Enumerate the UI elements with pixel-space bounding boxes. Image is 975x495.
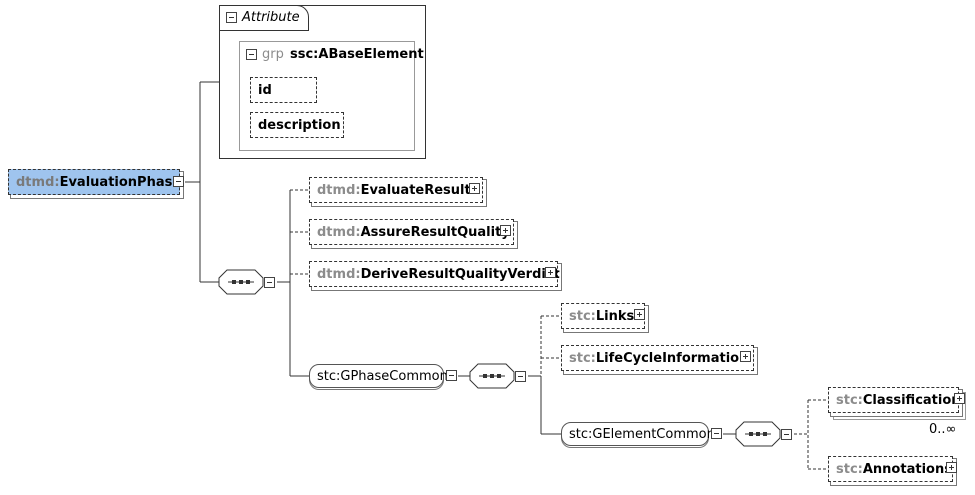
element-annotations[interactable]: stc: Annotations [828,456,953,482]
group-label: stc:GPhaseCommon [317,368,448,384]
element-lifecycle-information[interactable]: stc: LifeCycleInformation [561,345,754,371]
root-prefix: dtmd: [16,174,60,190]
attribute-description-label: description [258,117,341,133]
assure-result-quality-expand-icon[interactable] [500,225,511,236]
element-name: DeriveResultQualityVerdict [360,266,560,282]
group-kind: grp [262,47,284,62]
gphasecommon-collapse-icon[interactable] [446,370,457,381]
annotations-expand-icon[interactable] [946,462,957,473]
group-collapse-icon[interactable] [246,49,257,60]
sequence-compositor-2 [469,363,515,389]
evaluate-results-expand-icon[interactable] [469,183,480,194]
lifecycle-information-expand-icon[interactable] [740,351,751,362]
sequence-compositor-3 [735,421,781,447]
attribute-id[interactable]: id [250,77,317,103]
attribute-tab: Attribute [219,5,309,31]
element-assure-result-quality[interactable]: dtmd: AssureResultQuality [309,219,514,245]
element-prefix: dtmd: [317,266,361,282]
element-name: Links [595,308,635,324]
attribute-group-box: grp ssc:ABaseElement [239,41,424,151]
element-links[interactable]: stc: Links [561,303,645,329]
element-name: Annotations [862,461,952,477]
attribute-id-label: id [258,82,272,98]
root-collapse-icon[interactable] [173,176,184,187]
element-prefix: dtmd: [317,224,361,240]
attribute-panel: Attribute grp ssc:ABaseElement id descri… [219,5,426,159]
classification-expand-icon[interactable] [954,393,965,404]
attribute-description[interactable]: description [250,112,344,138]
element-prefix: stc: [836,392,863,408]
element-name: AssureResultQuality [360,224,510,240]
element-name: Classification [862,392,961,408]
group-gphasecommon[interactable]: stc:GPhaseCommon [309,364,448,388]
group-name: ssc:ABaseElement [290,47,424,62]
attribute-collapse-icon[interactable] [226,12,237,23]
element-name: LifeCycleInformation [595,350,749,366]
links-expand-icon[interactable] [634,309,645,320]
derive-result-quality-verdict-expand-icon[interactable] [545,267,556,278]
classification-cardinality: 0..∞ [929,422,957,437]
sequence-compositor-1 [218,269,264,295]
sequence-1-collapse-icon[interactable] [264,277,275,288]
sequence-3-collapse-icon[interactable] [781,429,792,440]
gelementcommon-collapse-icon[interactable] [711,428,722,439]
element-classification[interactable]: stc: Classification [828,387,961,413]
element-derive-result-quality-verdict[interactable]: dtmd: DeriveResultQualityVerdict [309,261,560,287]
element-prefix: stc: [569,308,596,324]
root-name: EvaluationPhase [59,174,182,190]
element-evaluate-results[interactable]: dtmd: EvaluateResults [309,177,483,203]
element-name: EvaluateResults [360,182,479,198]
group-gelementcommon[interactable]: stc:GElementCommon [561,422,715,446]
element-prefix: stc: [569,350,596,366]
element-prefix: stc: [836,461,863,477]
root-element[interactable]: dtmd: EvaluationPhase [8,169,182,195]
attribute-title: Attribute [242,10,300,25]
element-prefix: dtmd: [317,182,361,198]
sequence-2-collapse-icon[interactable] [515,371,526,382]
group-label: stc:GElementCommon [569,426,715,442]
